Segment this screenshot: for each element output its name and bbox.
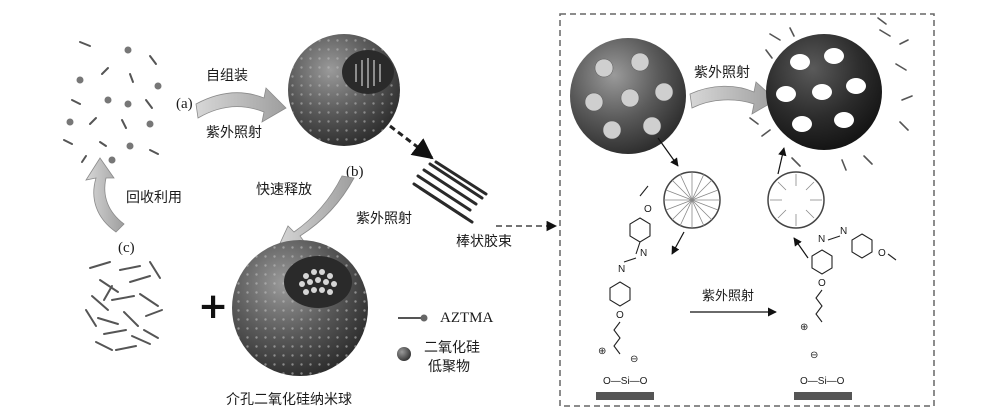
svg-text:N: N [618, 264, 625, 275]
arrow-self-assembly [195, 87, 287, 123]
label-step-a: (a) [176, 96, 193, 112]
label-uv-a: 紫外照射 [206, 125, 262, 141]
label-self-assembly: 自组装 [206, 68, 248, 84]
arrow-recycle [85, 157, 125, 233]
legend-silica: 二氧化硅 低聚物 [397, 340, 480, 375]
rod-micelle [412, 160, 488, 224]
molecule-trans: O N N O ⊕ ⊖ O—Si—O [598, 185, 652, 387]
label-uv-inset-bottom: 紫外照射 [702, 288, 754, 304]
label-uv-b: 紫外照射 [356, 211, 412, 227]
svg-text:O: O [818, 278, 826, 289]
label-step-c: (c) [118, 240, 135, 256]
precursor-cluster [63, 41, 162, 164]
arrow-sphere1-to-pore [657, 137, 679, 167]
inset-sphere-before [570, 38, 686, 154]
mesoporous-sphere [232, 240, 368, 376]
inset-box [559, 13, 935, 407]
svg-text:O—Si—O: O—Si—O [800, 376, 845, 387]
svg-text:低聚物: 低聚物 [428, 359, 470, 375]
svg-text:O: O [616, 310, 624, 321]
plus-sign: + [198, 286, 228, 327]
svg-text:N: N [840, 226, 847, 237]
label-recycle: 回收利用 [126, 190, 182, 206]
pore-circle-left [663, 171, 721, 229]
svg-text:O—Si—O: O—Si—O [603, 376, 648, 387]
arrow-to-rod [389, 124, 434, 160]
svg-text:二氧化硅: 二氧化硅 [424, 340, 480, 356]
label-mesoporous-sphere: 介孔二氧化硅纳米球 [226, 392, 352, 408]
svg-text:N: N [818, 234, 825, 245]
svg-text:O: O [644, 204, 652, 215]
arrow-uv-inset-top [689, 81, 777, 115]
molecule-cis: N N O O ⊕ ⊖ O—Si—O [800, 226, 897, 387]
svg-text:⊖: ⊖ [630, 354, 638, 365]
substrate-left [596, 392, 654, 400]
svg-text:O: O [878, 248, 886, 259]
inset-sphere-after [766, 34, 882, 150]
svg-text:AZTMA: AZTMA [440, 310, 493, 326]
label-uv-inset-top: 紫外照射 [694, 65, 750, 81]
arrow-pore-to-molecule [671, 231, 685, 255]
svg-text:⊖: ⊖ [810, 350, 818, 361]
arrow-pore-to-sphere2 [777, 147, 787, 175]
pore-circle-right [767, 171, 825, 229]
released-rod-pile [85, 261, 163, 351]
svg-text:N: N [640, 248, 647, 259]
label-fast-release: 快速释放 [256, 182, 312, 198]
released-aztma-cluster [749, 17, 913, 171]
sphere-self-assembled [288, 34, 400, 146]
label-step-b: (b) [346, 164, 364, 180]
substrate-right [794, 392, 852, 400]
svg-text:⊕: ⊕ [598, 346, 606, 357]
svg-text:⊕: ⊕ [800, 322, 808, 333]
legend-aztma: AZTMA [398, 310, 493, 326]
arrow-molecule-to-pore [793, 237, 809, 259]
label-rod-micelle: 棒状胶束 [456, 233, 512, 250]
